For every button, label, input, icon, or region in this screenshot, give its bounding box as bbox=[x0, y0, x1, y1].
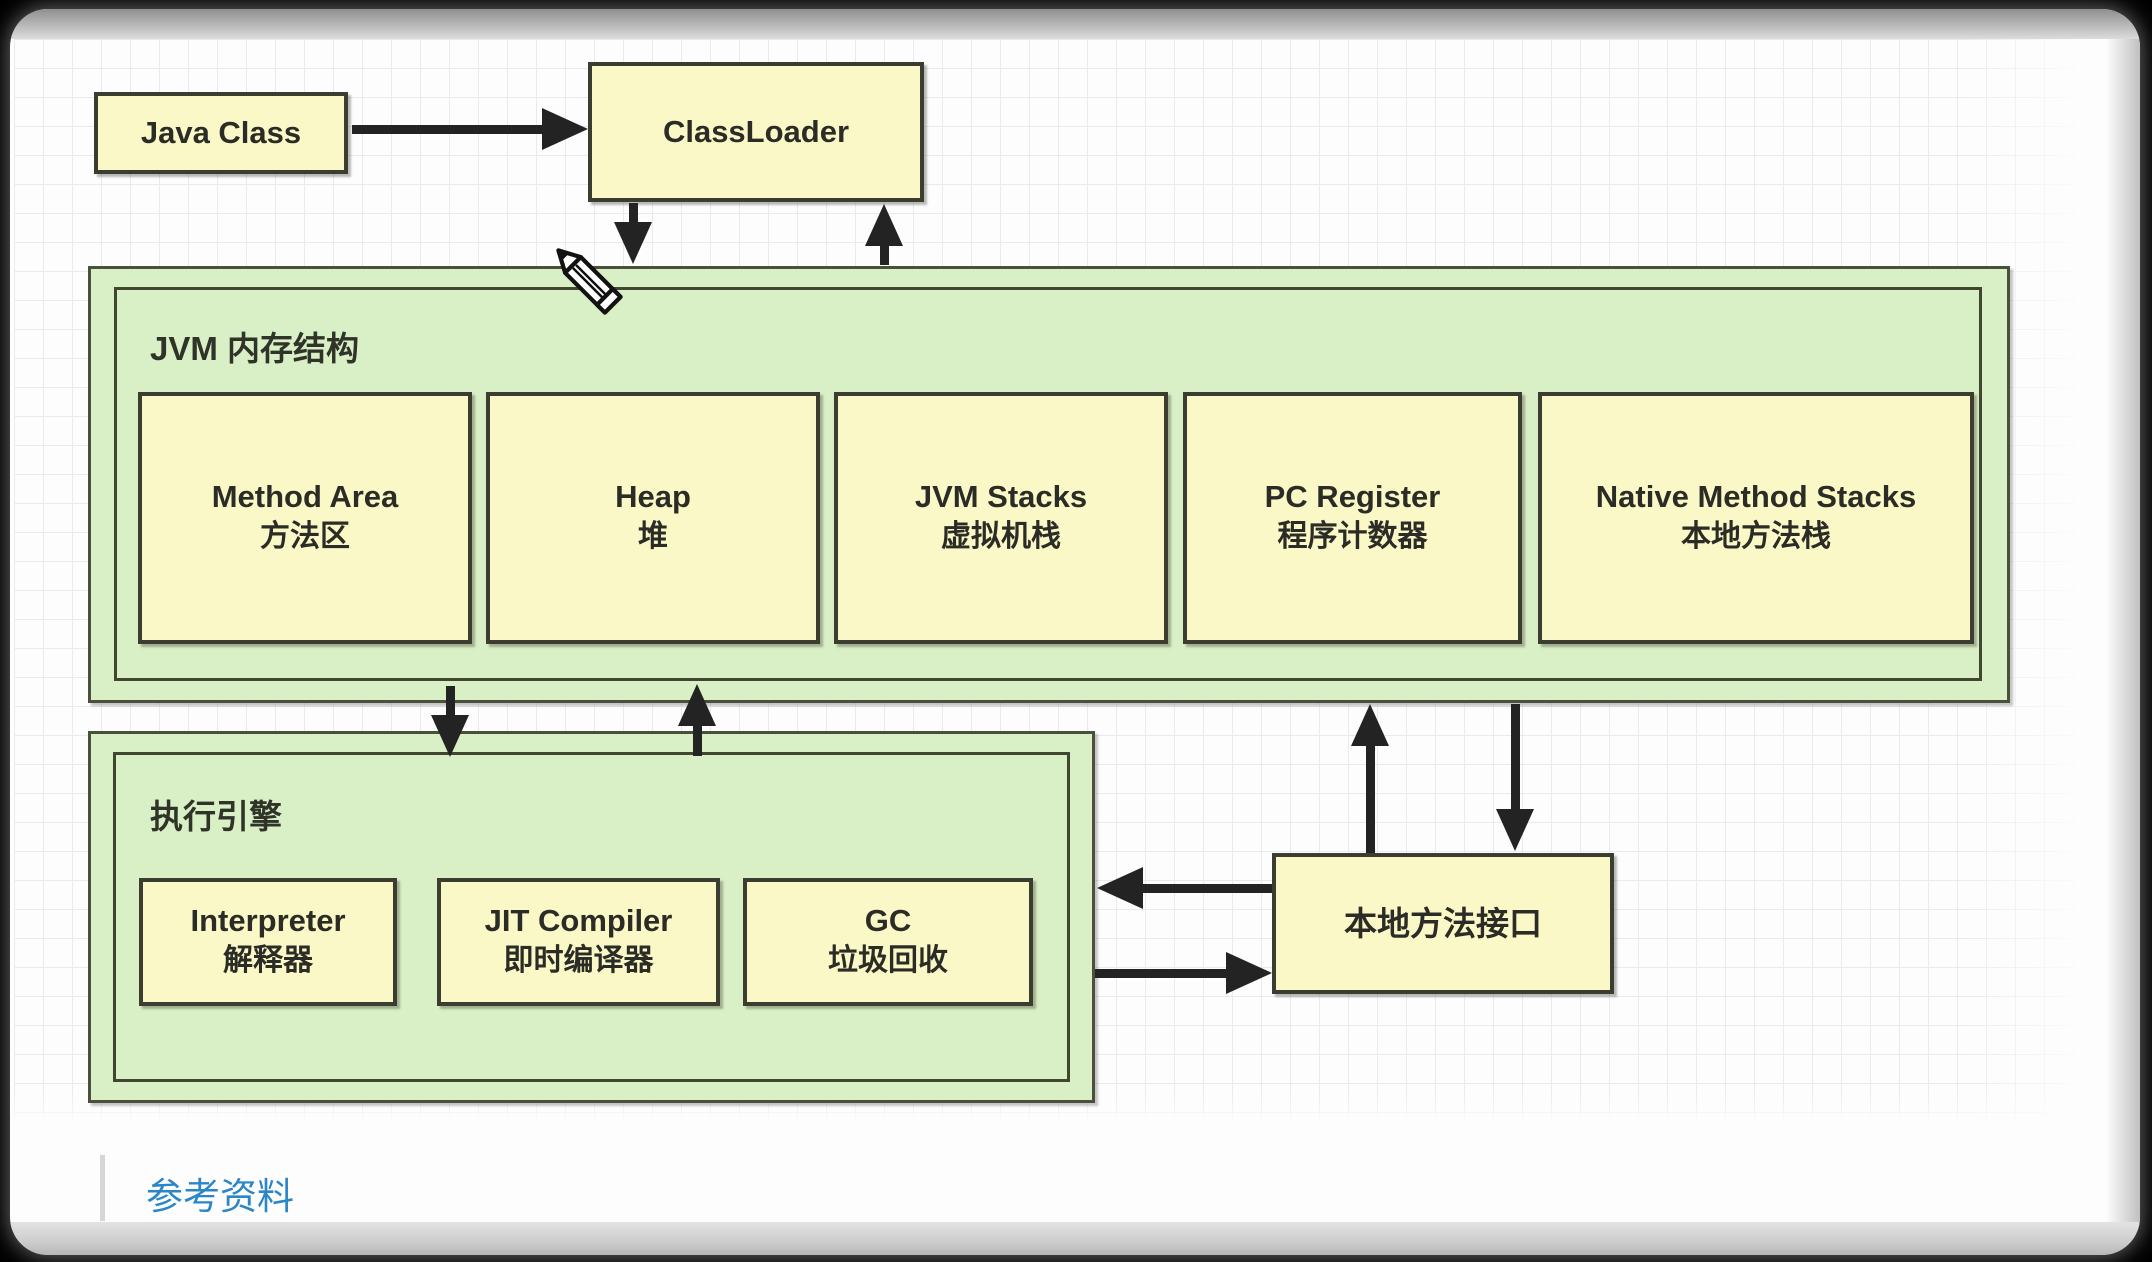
jit-compiler-label-zh: 即时编译器 bbox=[503, 944, 654, 978]
arrow-jvm-to-native-head bbox=[1496, 809, 1534, 851]
pencil-cursor-icon bbox=[556, 248, 623, 315]
frame-strip-right bbox=[2106, 9, 2140, 1255]
arrow-native-to-jvm-shaft bbox=[1366, 744, 1375, 853]
gc-label-en: GC bbox=[864, 903, 912, 939]
pc-register-box: PC Register 程序计数器 bbox=[1183, 392, 1522, 644]
native-method-stacks-box: Native Method Stacks 本地方法栈 bbox=[1538, 392, 1974, 644]
arrow-jvm-to-engine-shaft bbox=[446, 686, 455, 718]
method-area-box: Method Area 方法区 bbox=[138, 392, 472, 644]
native-method-stacks-label-en: Native Method Stacks bbox=[1595, 479, 1917, 515]
arrow-javaclass-to-classloader-head bbox=[542, 108, 588, 150]
interpreter-label-en: Interpreter bbox=[190, 903, 346, 939]
method-area-label-en: Method Area bbox=[211, 479, 399, 515]
jvm-memory-group-inner-border bbox=[114, 287, 1982, 681]
arrow-engine-to-jvm-head bbox=[678, 684, 716, 726]
gc-box: GC 垃圾回收 bbox=[743, 878, 1033, 1006]
arrow-native-to-jvm-head bbox=[1351, 704, 1389, 746]
frame-strip-top bbox=[10, 9, 2140, 39]
execution-engine-group-inner-border bbox=[113, 752, 1070, 1082]
arrow-jvm-up-head bbox=[865, 204, 903, 246]
java-class-box: Java Class bbox=[94, 92, 348, 174]
heap-label-zh: 堆 bbox=[638, 520, 668, 554]
frame-strip-bottom bbox=[10, 1222, 2140, 1255]
classloader-label: ClassLoader bbox=[662, 113, 850, 149]
jvm-stacks-label-en: JVM Stacks bbox=[914, 479, 1088, 515]
reference-link[interactable]: 参考资料 bbox=[146, 1176, 294, 1217]
classloader-box: ClassLoader bbox=[588, 62, 924, 202]
interpreter-label-zh: 解释器 bbox=[223, 944, 313, 978]
arrow-jvm-to-engine-head bbox=[431, 715, 469, 757]
heap-box: Heap 堆 bbox=[486, 392, 820, 644]
native-interface-label: 本地方法接口 bbox=[1344, 904, 1542, 942]
jit-compiler-label-en: JIT Compiler bbox=[484, 903, 673, 939]
page-window: Java Class ClassLoader JVM 内存结构 Method A… bbox=[10, 9, 2140, 1255]
arrow-engine-to-native-head bbox=[1226, 952, 1272, 994]
diagram-canvas: Java Class ClassLoader JVM 内存结构 Method A… bbox=[10, 9, 2140, 1255]
arrow-javaclass-to-classloader-shaft bbox=[352, 125, 542, 134]
execution-engine-title: 执行引擎 bbox=[150, 798, 282, 835]
interpreter-box: Interpreter 解释器 bbox=[139, 878, 397, 1006]
arrow-native-to-engine-head bbox=[1097, 867, 1143, 909]
native-method-stacks-label-zh: 本地方法栈 bbox=[1681, 520, 1831, 554]
pc-register-label-en: PC Register bbox=[1264, 479, 1441, 515]
arrow-jvm-up-shaft bbox=[880, 244, 889, 265]
jvm-memory-title: JVM 内存结构 bbox=[150, 330, 360, 367]
jvm-stacks-box: JVM Stacks 虚拟机栈 bbox=[834, 392, 1168, 644]
jit-compiler-box: JIT Compiler 即时编译器 bbox=[437, 878, 720, 1006]
reference-heading-bar bbox=[100, 1155, 105, 1221]
java-class-label: Java Class bbox=[140, 114, 302, 150]
method-area-label-zh: 方法区 bbox=[260, 520, 350, 554]
arrow-engine-to-jvm-shaft bbox=[693, 724, 702, 756]
heap-label-en: Heap bbox=[615, 479, 691, 515]
arrow-engine-to-native-shaft bbox=[1095, 969, 1230, 978]
native-interface-box: 本地方法接口 bbox=[1272, 853, 1614, 994]
arrow-classloader-down-head bbox=[614, 222, 652, 264]
jvm-stacks-label-zh: 虚拟机栈 bbox=[941, 520, 1061, 554]
gc-label-zh: 垃圾回收 bbox=[828, 944, 948, 978]
arrow-classloader-down-shaft bbox=[629, 203, 638, 225]
arrow-jvm-to-native-shaft bbox=[1511, 704, 1520, 812]
arrow-native-to-engine-shaft bbox=[1140, 884, 1272, 893]
pc-register-label-zh: 程序计数器 bbox=[1277, 520, 1428, 554]
